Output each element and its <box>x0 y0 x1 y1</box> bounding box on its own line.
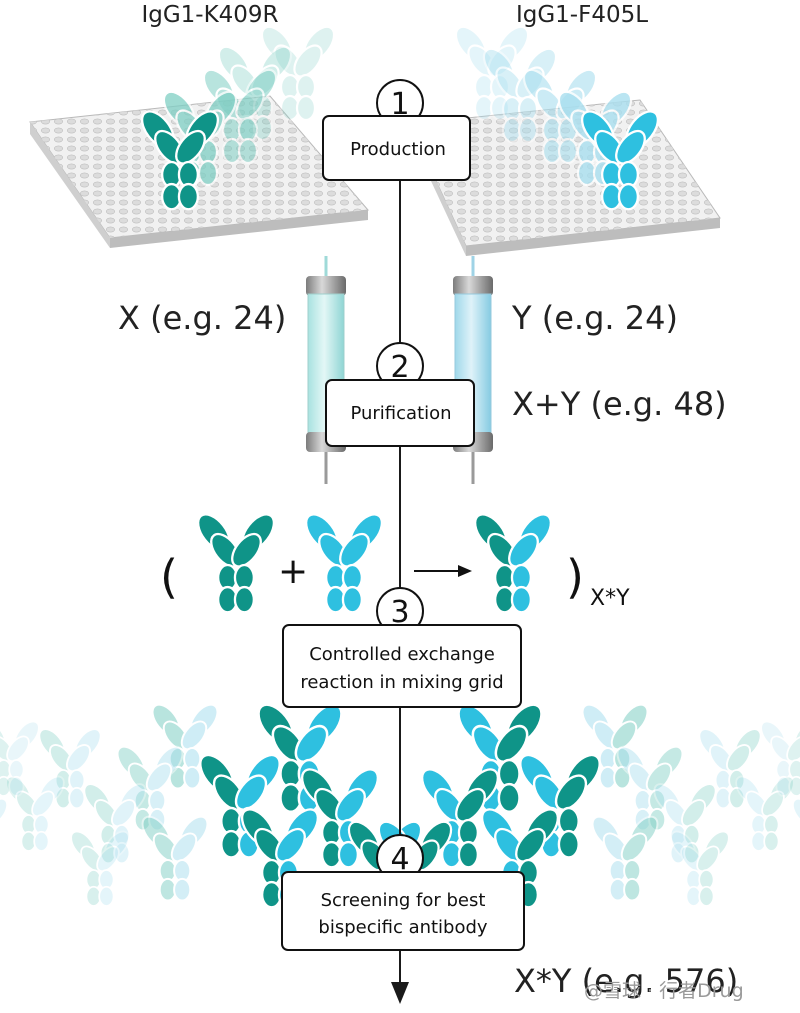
step-3: 3 Controlled exchange reaction in mixing… <box>282 587 522 708</box>
plate-left <box>29 95 369 248</box>
antibody-bispecific-icon <box>38 728 102 810</box>
step-4-label-line-1: Screening for best <box>321 890 486 911</box>
antibody-blue-icon <box>454 25 530 122</box>
antibody-bispecific-icon <box>792 798 800 826</box>
antibody-bispecific-icon <box>0 798 8 826</box>
reaction-plus: + <box>278 551 308 592</box>
antibody-bispecific-icon <box>300 768 380 869</box>
antibody-bispecific-icon <box>473 513 553 614</box>
label-y-count: Y (e.g. 24) <box>511 299 678 337</box>
antibody-bispecific-icon <box>141 815 209 902</box>
antibody-bispecific-icon <box>457 703 543 814</box>
label-product-count: X*Y (e.g. 576) <box>514 962 738 1000</box>
antibody-bispecific-icon <box>760 720 800 797</box>
antibody-bispecific-icon <box>591 815 659 902</box>
antibody-bispecific-icon <box>735 775 795 852</box>
antibody-bispecific-icon <box>0 720 40 797</box>
label-igg1-f405l: IgG1-F405L <box>516 2 648 28</box>
step-1-number: 1 <box>390 87 409 122</box>
label-sum-count: X+Y (e.g. 48) <box>512 385 727 423</box>
purification-column-right <box>453 256 493 484</box>
reaction-open-paren: ( <box>160 550 178 604</box>
step-4-number: 4 <box>390 842 409 877</box>
step-3-number: 3 <box>390 595 409 630</box>
reaction-subscript: X*Y <box>590 586 630 611</box>
step-2-label: Purification <box>350 403 451 424</box>
step-3-label-line-2: reaction in mixing grid <box>300 672 503 693</box>
step-4-box <box>281 871 525 951</box>
antibody-bispecific-icon <box>83 783 147 865</box>
flow-arrowhead <box>391 982 409 1004</box>
antibody-teal-icon <box>196 513 276 614</box>
step-1-label: Production <box>350 139 446 160</box>
antibody-bispecific-icon <box>581 703 649 790</box>
antibody-bispecific-icon <box>420 768 500 869</box>
step-1-box <box>322 115 471 181</box>
antibody-bispecific-icon <box>5 775 65 852</box>
antibody-bispecific-icon <box>698 728 762 810</box>
antibody-blue-icon <box>580 110 660 211</box>
antibody-cluster-top-left <box>140 25 336 211</box>
step-3-box <box>282 624 522 708</box>
step-4-label-line-2: bispecific antibody <box>318 917 488 938</box>
watermark: @雪球 · 行者Drug <box>584 980 744 1002</box>
antibody-teal-icon <box>260 25 336 122</box>
label-x-count: X (e.g. 24) <box>118 299 286 337</box>
step-1: 1 Production <box>322 79 471 181</box>
antibody-bispecific-icon <box>70 830 130 907</box>
purification-column-left <box>306 256 346 484</box>
step-4: 4 Screening for best bispecific antibody <box>281 834 525 951</box>
antibody-cluster-top-right <box>454 25 660 211</box>
antibody-bispecific-icon <box>670 830 730 907</box>
antibody-blue-icon <box>304 513 384 614</box>
step-2-number: 2 <box>390 350 409 385</box>
antibody-teal-icon <box>140 110 220 211</box>
label-igg1-k409r: IgG1-K409R <box>141 2 278 28</box>
step-3-label-line-1: Controlled exchange <box>309 644 495 665</box>
antibody-bispecific-icon <box>653 783 717 865</box>
step-2-box <box>325 379 475 447</box>
antibody-bispecific-icon <box>151 703 219 790</box>
reaction-close-paren: ) <box>566 550 584 604</box>
step-2: 2 Purification <box>325 342 475 447</box>
reaction-antibodies <box>196 513 553 614</box>
reaction-arrowhead <box>458 565 472 577</box>
